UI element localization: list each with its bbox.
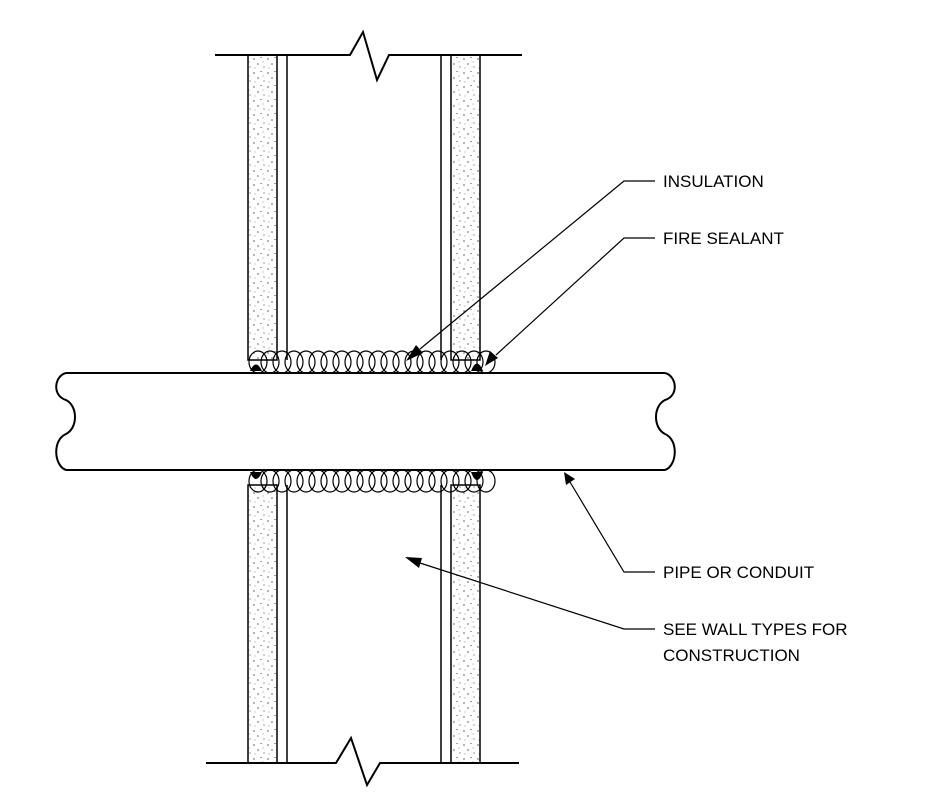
- pipe-left-break: [55, 372, 76, 471]
- fire-sealant-label: FIRE SEALANT: [663, 229, 784, 248]
- lower-left-gypsum-board: [247, 484, 278, 764]
- upper-wall: [247, 54, 481, 361]
- top-break-line: [215, 29, 522, 83]
- bottom-break-line: [206, 735, 519, 788]
- pipe-right-break: [655, 372, 676, 471]
- leader-arrowheads: [405, 345, 575, 568]
- insulation-label: INSULATION: [663, 172, 764, 191]
- upper-right-gypsum-board: [450, 54, 481, 361]
- pipe-leader: [569, 481, 655, 573]
- leader-lines: [419, 180, 655, 630]
- lower-wall: [247, 484, 481, 764]
- pipe-label: PIPE OR CONDUIT: [663, 563, 815, 582]
- pipe: [55, 372, 676, 471]
- fire-sealant-leader: [495, 237, 655, 356]
- wall-types-label-line1: SEE WALL TYPES FOR: [663, 620, 848, 639]
- lower-right-gypsum-board: [450, 484, 481, 764]
- fire-sealant: [250, 363, 483, 480]
- upper-left-gypsum-board: [247, 54, 278, 361]
- insulation-leader: [419, 180, 655, 350]
- wall-types-leader: [419, 562, 655, 630]
- wall-types-label-line2: CONSTRUCTION: [663, 646, 800, 665]
